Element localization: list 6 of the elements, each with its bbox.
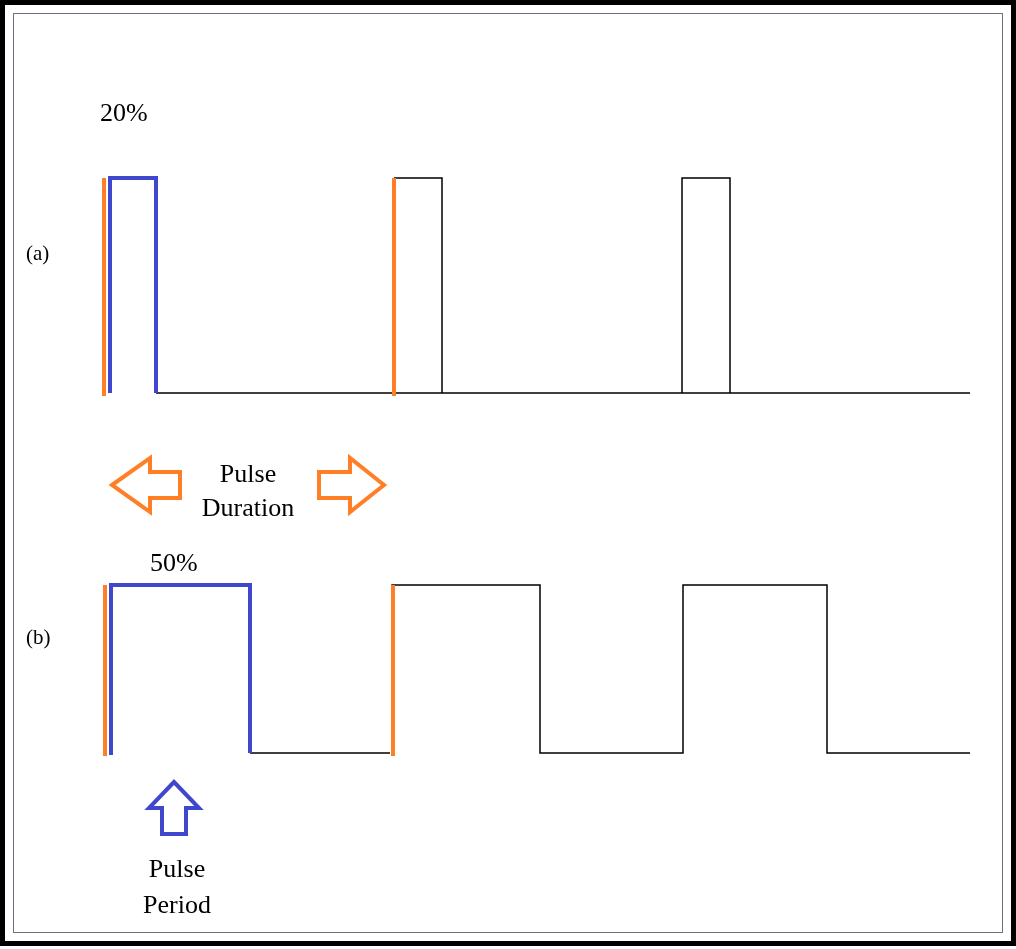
label-text: (b) <box>26 624 52 651</box>
label-text: Pulse Duration <box>200 458 296 524</box>
label-text: Pulse Period <box>142 853 212 921</box>
label-text: 50% <box>150 547 199 579</box>
label-text: (a) <box>26 240 51 267</box>
label-text: 20% <box>100 97 149 129</box>
